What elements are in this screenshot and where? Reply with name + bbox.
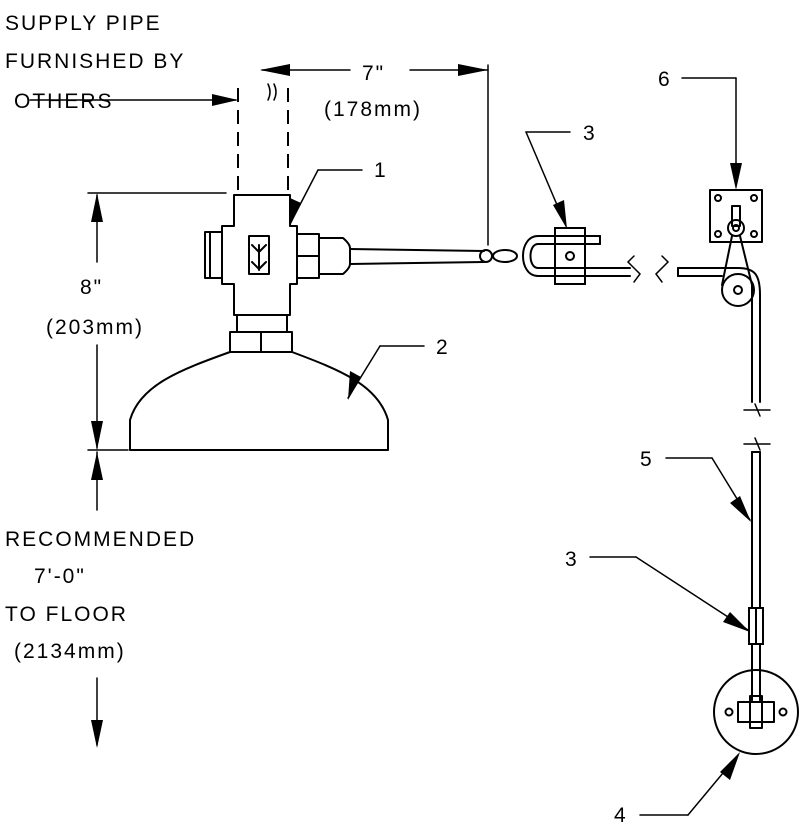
supply-pipe-note-line3: OTHERS (14, 90, 114, 113)
floor-dimension-arrows (91, 451, 103, 748)
callout-1-leader (289, 169, 363, 226)
supply-pipe-note-line1: SUPPLY PIPE (5, 12, 162, 35)
horizontal-dimension-mm: (178mm) (324, 98, 422, 121)
callout-2-label: 2 (436, 336, 448, 359)
recommended-note-line2: 7'-0" (34, 565, 86, 588)
callout-4-leader (639, 752, 740, 816)
callout-3-top-leader (525, 131, 571, 229)
pulley-bracket (677, 189, 771, 451)
callout-1-label: 1 (374, 159, 386, 182)
supply-pipe-note-line2: FURNISHED BY (5, 50, 185, 73)
vertical-dimension-inches: 8" (80, 276, 103, 299)
callout-3-bottom-leader (589, 556, 750, 632)
callout-6-label: 6 (658, 68, 670, 91)
vertical-dimension-mm: (203mm) (46, 316, 144, 339)
chain-connector-top (492, 227, 670, 285)
supply-pipe (29, 83, 289, 193)
shower-head (129, 351, 389, 451)
callout-4-label: 4 (614, 804, 626, 825)
recommended-note-line3: TO FLOOR (5, 603, 128, 626)
chain-connector-bottom (748, 607, 764, 645)
pull-rod (751, 451, 761, 701)
vertical-dimension-line (87, 192, 227, 451)
horizontal-dimension-inches: 7" (362, 62, 385, 85)
valve-connector-nuts (229, 314, 293, 353)
recommended-note-line4: (2134mm) (14, 640, 126, 663)
callout-3-top-label: 3 (583, 122, 595, 145)
callout-2-leader (347, 345, 425, 400)
pull-handle (713, 669, 799, 755)
recommended-note-line1: RECOMMENDED (5, 528, 196, 551)
callout-6-leader (681, 77, 742, 190)
horizontal-dimension-line (260, 64, 489, 246)
valve-body (204, 194, 493, 316)
callout-3-bottom-label: 3 (565, 548, 577, 571)
callout-5-leader (665, 457, 751, 522)
callout-5-label: 5 (640, 448, 652, 471)
